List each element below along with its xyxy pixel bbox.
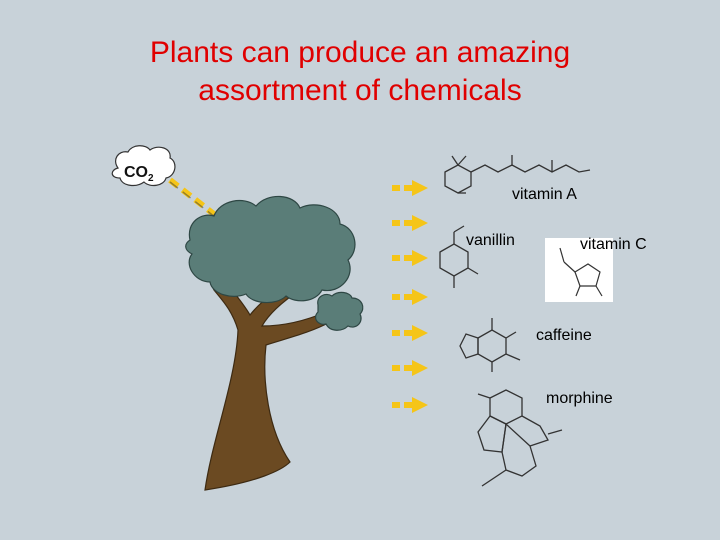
output-arrow-1 bbox=[392, 180, 428, 196]
vitamin-c-structure bbox=[559, 247, 603, 297]
output-arrow-2 bbox=[392, 215, 428, 231]
vanillin-label: vanillin bbox=[466, 232, 515, 249]
co2-text: CO bbox=[124, 164, 148, 181]
output-arrow-4 bbox=[392, 289, 428, 305]
caffeine-structure bbox=[459, 318, 521, 372]
caffeine-label: caffeine bbox=[536, 327, 592, 344]
output-arrow-3 bbox=[392, 250, 428, 266]
output-arrow-6 bbox=[392, 360, 428, 376]
vitamin-a-label: vitamin A bbox=[512, 186, 577, 203]
tree-canopy-small bbox=[314, 291, 364, 331]
co2-subscript: 2 bbox=[148, 173, 154, 185]
output-arrows bbox=[392, 180, 428, 413]
morphine-label: morphine bbox=[546, 390, 613, 407]
morphine-structure bbox=[477, 389, 563, 487]
vitamin-c-label: vitamin C bbox=[580, 236, 647, 253]
vitamin-a-structure bbox=[444, 155, 591, 194]
title-line-1: Plants can produce an amazing bbox=[149, 36, 571, 69]
tree-canopy-main bbox=[185, 195, 356, 304]
tree-trunk bbox=[204, 281, 331, 491]
slide-title: Plants can produce an amazing assortment… bbox=[0, 34, 720, 110]
output-arrow-5 bbox=[392, 325, 428, 341]
co2-cloud bbox=[111, 145, 176, 187]
tree bbox=[185, 195, 364, 491]
output-arrow-7 bbox=[392, 397, 428, 413]
co2-label: CO2 bbox=[124, 164, 154, 184]
vanillin-structure bbox=[439, 225, 479, 288]
title-line-2: assortment of chemicals bbox=[198, 74, 522, 107]
